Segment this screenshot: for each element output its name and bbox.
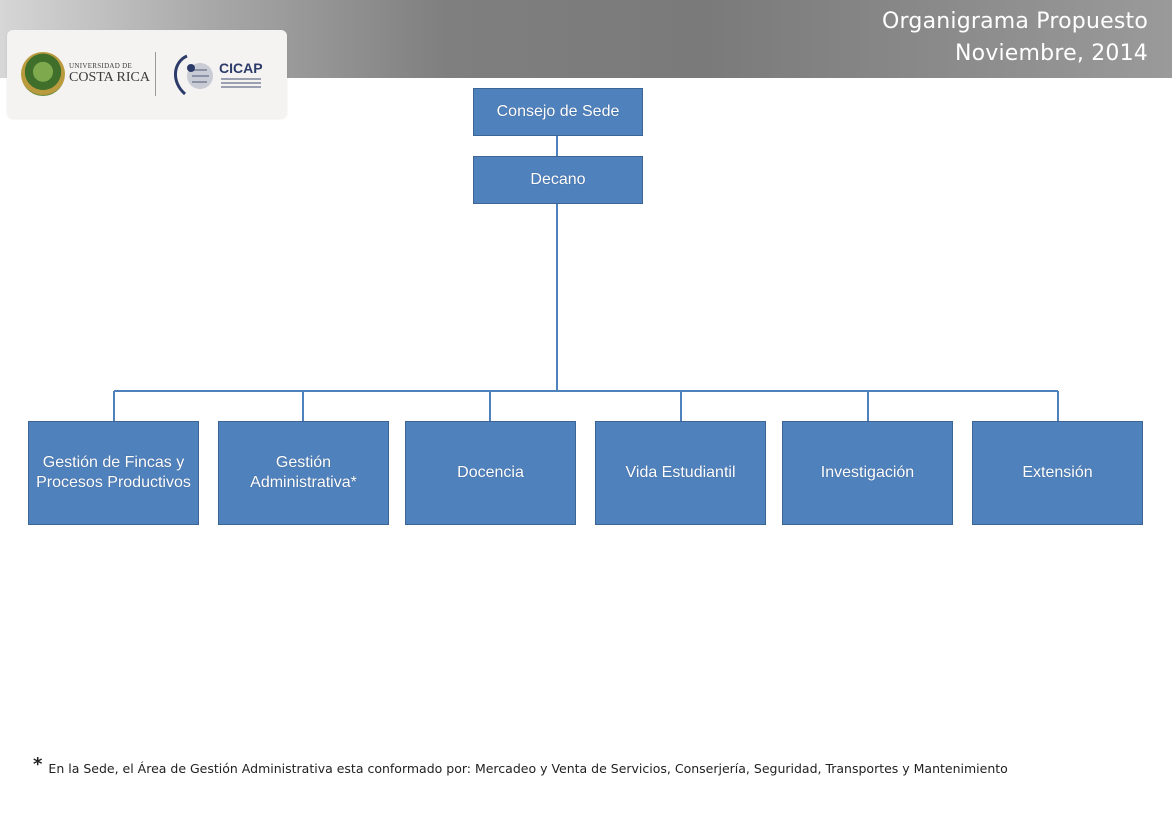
logo-card: UNIVERSIDAD DE COSTA RICA CICAP — [7, 30, 287, 118]
node-label: Gestión de Fincas y Procesos Productivos — [36, 454, 191, 491]
node-label: Decano — [530, 171, 586, 188]
footnote-marker: * — [33, 754, 43, 775]
node-consejo-de-sede: Consejo de Sede — [473, 88, 643, 136]
title-line-1: Organigrama Propuesto — [882, 9, 1148, 34]
footnote-text: En la Sede, el Área de Gestión Administr… — [48, 761, 1008, 776]
node-label: Vida Estudiantil — [625, 464, 736, 481]
node-label: Gestión Administrativa* — [250, 454, 357, 491]
ucr-logo-small: UNIVERSIDAD DE — [69, 62, 133, 70]
node-label: Extensión — [1022, 464, 1093, 481]
node-label: Docencia — [457, 464, 524, 481]
cicap-logo-text: CICAP — [219, 60, 263, 76]
node-label: Consejo de Sede — [496, 103, 620, 120]
node-vida-estudiantil: Vida Estudiantil — [595, 421, 766, 525]
node-investigacion: Investigación — [782, 421, 953, 525]
footnote: * En la Sede, el Área de Gestión Administ… — [33, 752, 1133, 782]
ucr-seal-logo — [21, 52, 65, 96]
ucr-logo-big: COSTA RICA — [69, 70, 150, 85]
node-gestion-fincas: Gestión de Fincas y Procesos Productivos — [28, 421, 199, 525]
logo-divider — [155, 52, 156, 96]
page-title: Organigrama Propuesto Noviembre, 2014 — [882, 6, 1148, 70]
ucr-logo-text: UNIVERSIDAD DE COSTA RICA — [69, 62, 150, 85]
title-line-2: Noviembre, 2014 — [954, 41, 1148, 66]
cicap-logo-icon — [174, 54, 213, 96]
cicap-logo-subtext — [221, 78, 261, 92]
node-decano: Decano — [473, 156, 643, 204]
node-extension: Extensión — [972, 421, 1143, 525]
node-docencia: Docencia — [405, 421, 576, 525]
node-label: Investigación — [820, 464, 915, 481]
node-gestion-administrativa: Gestión Administrativa* — [218, 421, 389, 525]
